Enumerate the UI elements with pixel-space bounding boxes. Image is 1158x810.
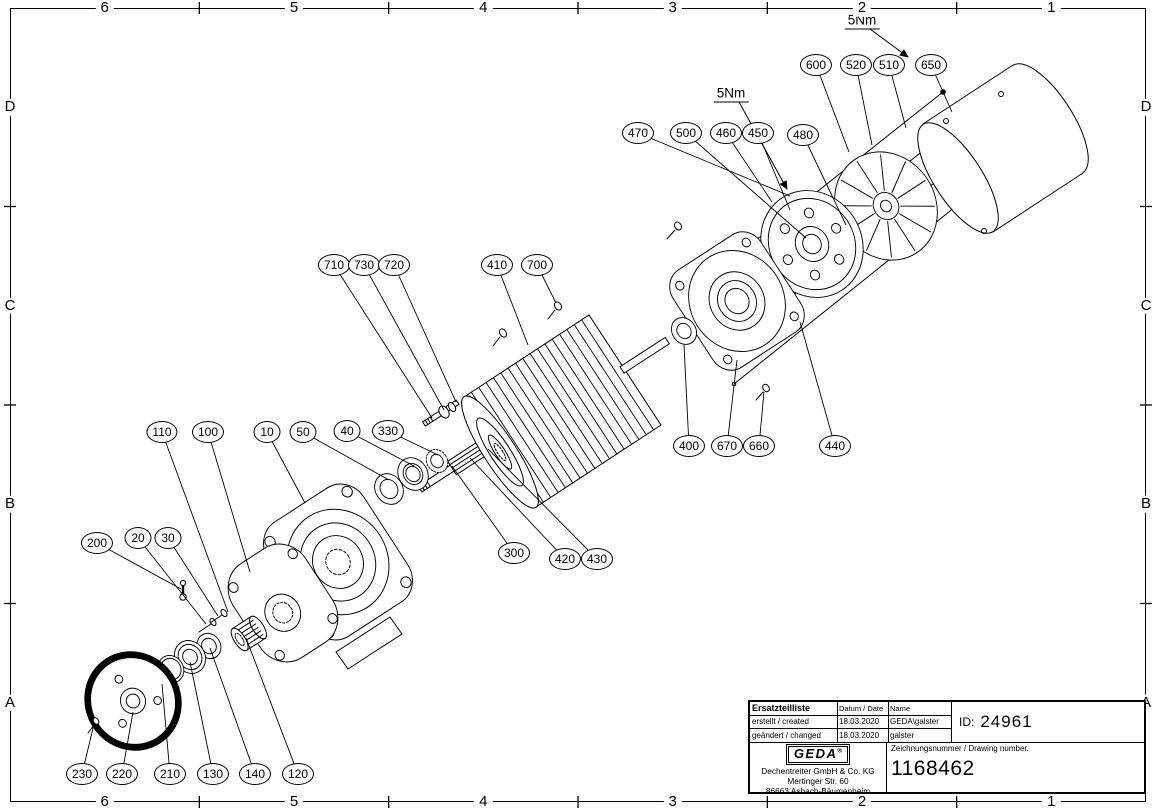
drawing-number: 1168462 <box>891 757 975 780</box>
bearing-stack <box>146 632 222 690</box>
changed-date: 18.03.2020 <box>839 731 880 740</box>
zone-row-C-left: C <box>0 297 21 314</box>
zone-col-5-top: 5 <box>284 0 304 17</box>
screw-plate <box>755 383 770 401</box>
zone-row-B-left: B <box>0 495 21 513</box>
drawing-number-label: Zeichnungsnummer / Drawing number. <box>891 744 1029 753</box>
changed-label: geändert / changed <box>752 731 821 740</box>
id-value: 24961 <box>980 712 1033 731</box>
company-street: Mertinger Str. 60 <box>787 776 849 787</box>
terminal-bolts <box>492 301 563 347</box>
drawing-id: ID: 24961 <box>951 702 1144 742</box>
zone-row-D-left: D <box>0 98 21 116</box>
created-label: erstellt / created <box>752 717 809 726</box>
id-label: ID: <box>959 715 975 729</box>
zone-row-C-right: C <box>1135 297 1157 314</box>
company-name: Dechentreiter GmbH & Co. KG <box>761 765 875 776</box>
logo-text: GEDA <box>793 746 838 761</box>
created-name: GEDA\galster <box>890 717 939 726</box>
zone-col-1-top: 1 <box>1042 0 1061 17</box>
brake-rotor-disc <box>760 190 864 298</box>
created-date: 18.03.2020 <box>839 717 880 726</box>
pinion-gear <box>230 615 268 652</box>
title-block: Ersatzteilliste Datum / Date Name erstel… <box>748 700 1146 794</box>
changed-name: galster <box>890 731 915 740</box>
grease-fitting <box>179 579 187 601</box>
geda-logo: GEDA® <box>785 744 851 765</box>
company-block: GEDA® Dechentreiter GmbH & Co. KG Mertin… <box>750 742 886 792</box>
zone-col-6-bottom: 6 <box>95 793 114 810</box>
zone-col-3-top: 3 <box>663 0 682 17</box>
zone-row-D-right: D <box>1135 98 1157 116</box>
drawing-number-block: Zeichnungsnummer / Drawing number. 11684… <box>886 742 1144 792</box>
zone-col-2-bottom: 2 <box>852 793 872 810</box>
zone-col-5-bottom: 5 <box>284 793 304 810</box>
zone-col-3-bottom: 3 <box>663 793 682 810</box>
front-bearing-plate <box>669 231 805 371</box>
logo-registered-mark: ® <box>837 747 843 755</box>
company-city: 86663 Asbach-Bäumenheim <box>765 786 871 792</box>
output-gear <box>84 651 182 751</box>
zone-row-B-right: B <box>1135 495 1157 513</box>
zone-col-4-bottom: 4 <box>474 793 493 810</box>
zone-row-A-left: A <box>0 694 21 711</box>
cover-bolts <box>198 608 228 633</box>
zone-col-2-top: 2 <box>852 0 872 17</box>
parts-list-label: Ersatzteilliste <box>752 703 811 713</box>
date-header: Datum / Date <box>839 703 884 713</box>
shaft-end-nut-washer <box>421 399 460 427</box>
name-header: Name <box>890 703 911 713</box>
zone-col-4-top: 4 <box>474 0 493 17</box>
rotor-shaft-bearing <box>619 317 698 374</box>
zone-col-6-top: 6 <box>95 0 114 17</box>
motor-end-cover <box>917 63 1089 234</box>
screw-small <box>666 221 683 240</box>
zone-col-1-bottom: 1 <box>1042 793 1061 810</box>
seal-rings <box>374 449 449 505</box>
